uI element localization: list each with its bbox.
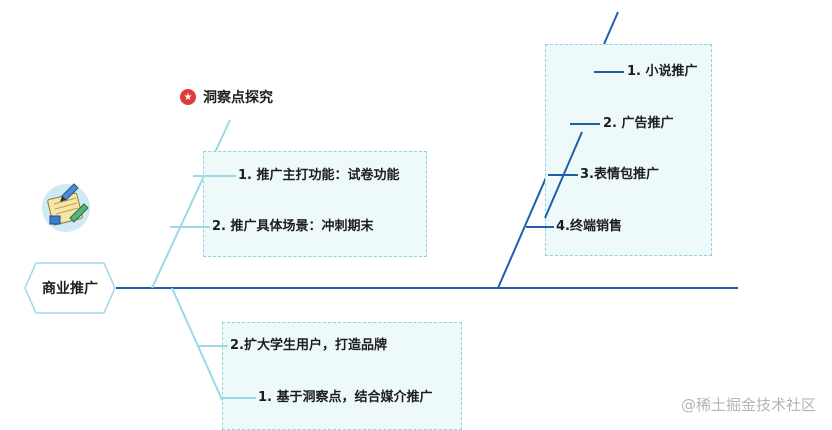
star-badge-icon: ★ (180, 89, 196, 105)
upper-left-item-1[interactable]: 1. 推广主打功能：试卷功能 (238, 168, 400, 183)
root-node[interactable]: 商业推广 (24, 262, 116, 314)
upper-right-item-2[interactable]: 2. 广告推广 (603, 116, 674, 131)
insight-title[interactable]: ★ 洞察点探究 (180, 87, 273, 107)
upper-right-item-4[interactable]: 4.终端销售 (556, 219, 622, 234)
lower-left-item-1[interactable]: 2.扩大学生用户，打造品牌 (230, 338, 387, 353)
upper-left-item-2[interactable]: 2. 推广具体场景：冲刺期末 (212, 219, 374, 234)
pencil-notebook-icon (42, 183, 90, 232)
lower-left-item-2[interactable]: 1. 基于洞察点，结合媒介推广 (258, 390, 433, 405)
upper-right-item-1[interactable]: 1. 小说推广 (627, 64, 698, 79)
root-node-label: 商业推广 (42, 281, 98, 297)
upper-left-group-box (203, 151, 427, 257)
insight-title-label: 洞察点探究 (203, 90, 273, 106)
root-node-shape (24, 262, 116, 314)
upper-right-group-box (545, 44, 712, 256)
upper-right-item-3[interactable]: 3.表情包推广 (580, 167, 659, 182)
watermark: @稀土掘金技术社区 (680, 396, 816, 414)
upper-left-branch-line (151, 119, 231, 289)
